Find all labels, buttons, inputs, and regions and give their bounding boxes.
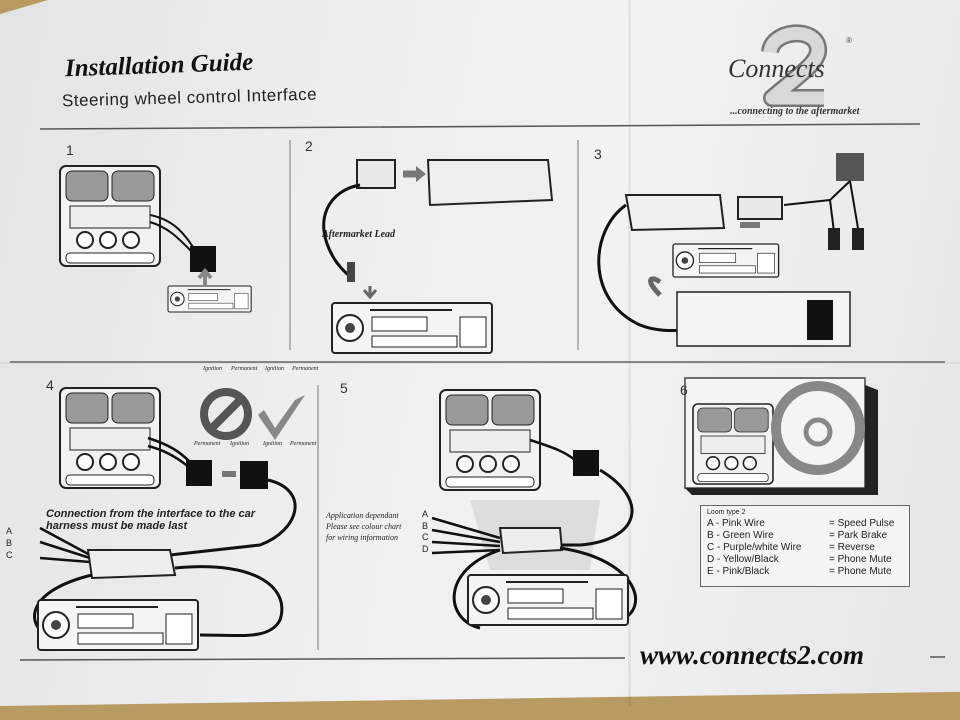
radio-illustration [167, 285, 252, 313]
loom-table: Loom type 2 A - Pink Wire = Speed Pulse B… [700, 505, 910, 587]
footer-rule [19, 657, 626, 661]
steering-wheel-icon [771, 381, 865, 475]
head-unit-box [426, 159, 554, 207]
wire-function: = Speed Pulse [829, 518, 895, 529]
checkmark-icon [258, 395, 305, 440]
wire-name: E - Pink/Black [707, 566, 770, 577]
harness-connector [498, 527, 564, 555]
logo-tagline: ...connecting to the aftermarket [730, 106, 860, 117]
wire-label: B [6, 538, 13, 548]
radio-illustration [467, 574, 629, 626]
ignition-label: Ignition [263, 441, 282, 447]
fold-line [628, 0, 631, 706]
loom-row: B - Green Wire = Park Brake [707, 530, 903, 542]
interface-box [836, 153, 864, 181]
logo-numeral-graphic [761, 24, 828, 107]
wire-labels: A B C D [422, 509, 429, 555]
header-rule [39, 123, 921, 130]
prohibited-icon [200, 388, 252, 440]
step4-note: Connection from the interface to the car… [46, 508, 256, 532]
dashboard-illustration [439, 389, 541, 491]
step-number: 5 [340, 380, 348, 396]
logo-wordmark: Connects [728, 54, 825, 83]
harness-connector [86, 549, 177, 580]
interface-box [573, 450, 599, 476]
wire-label: B [422, 520, 429, 531]
wire-name: C - Purple/white Wire [707, 542, 802, 553]
wire-name: D - Yellow/Black [707, 554, 779, 565]
wire-function: = Reverse [829, 542, 875, 553]
step-number: 6 [680, 382, 688, 398]
wire-label: D [422, 543, 429, 554]
wire-labels: A B C [6, 525, 13, 561]
wire-name: B - Green Wire [707, 530, 774, 541]
interface-box [186, 460, 212, 486]
head-unit-box [624, 194, 726, 232]
step-number: 3 [594, 146, 602, 162]
permanent-label: Permanent [194, 441, 221, 447]
dashboard-illustration [59, 165, 161, 267]
dashboard-illustration [59, 387, 161, 489]
note-line: Application dependant [326, 511, 399, 520]
loom-row: C - Purple/white Wire = Reverse [707, 542, 903, 554]
note-line: Please see colour chart [326, 522, 402, 531]
wire-label: A [6, 526, 13, 536]
step-number: 4 [46, 377, 54, 393]
permanent-label: Permanent [292, 366, 319, 372]
wire-label: C [6, 550, 13, 560]
wire-function: = Phone Mute [829, 554, 892, 565]
radio-illustration [37, 599, 199, 651]
wire-name: A - Pink Wire [707, 518, 765, 529]
loom-row: E - Pink/Black = Phone Mute [707, 566, 903, 578]
connector [356, 159, 396, 189]
ignition-label: Ignition [203, 366, 222, 372]
step-number: 2 [305, 138, 313, 154]
note-line: for wiring information [326, 533, 399, 542]
loom-row: D - Yellow/Black = Phone Mute [707, 554, 903, 566]
interface-box [190, 246, 216, 272]
wire-label: C [422, 532, 429, 542]
fold-line [0, 362, 960, 364]
dashboard-illustration [692, 403, 774, 485]
ignition-label: Ignition [265, 366, 284, 372]
ignition-label: Ignition [230, 441, 249, 447]
radio-illustration [672, 243, 780, 278]
permanent-label: Permanent [290, 441, 317, 447]
step5-note: Application dependant Please see colour … [326, 510, 401, 543]
loom-row: A - Pink Wire = Speed Pulse [707, 518, 903, 530]
permanent-label: Permanent [231, 366, 258, 372]
loom-heading: Loom type 2 [707, 509, 746, 516]
aftermarket-lead-label: Aftermarket Lead [322, 229, 396, 240]
registered-mark: ® [846, 36, 852, 45]
step-number: 1 [66, 142, 74, 158]
website-url: www.connects2.com [640, 640, 865, 670]
wire-function: = Phone Mute [829, 566, 892, 577]
wire-label: A [422, 509, 429, 519]
radio-illustration [331, 302, 493, 354]
wire-function: = Park Brake [829, 530, 888, 541]
